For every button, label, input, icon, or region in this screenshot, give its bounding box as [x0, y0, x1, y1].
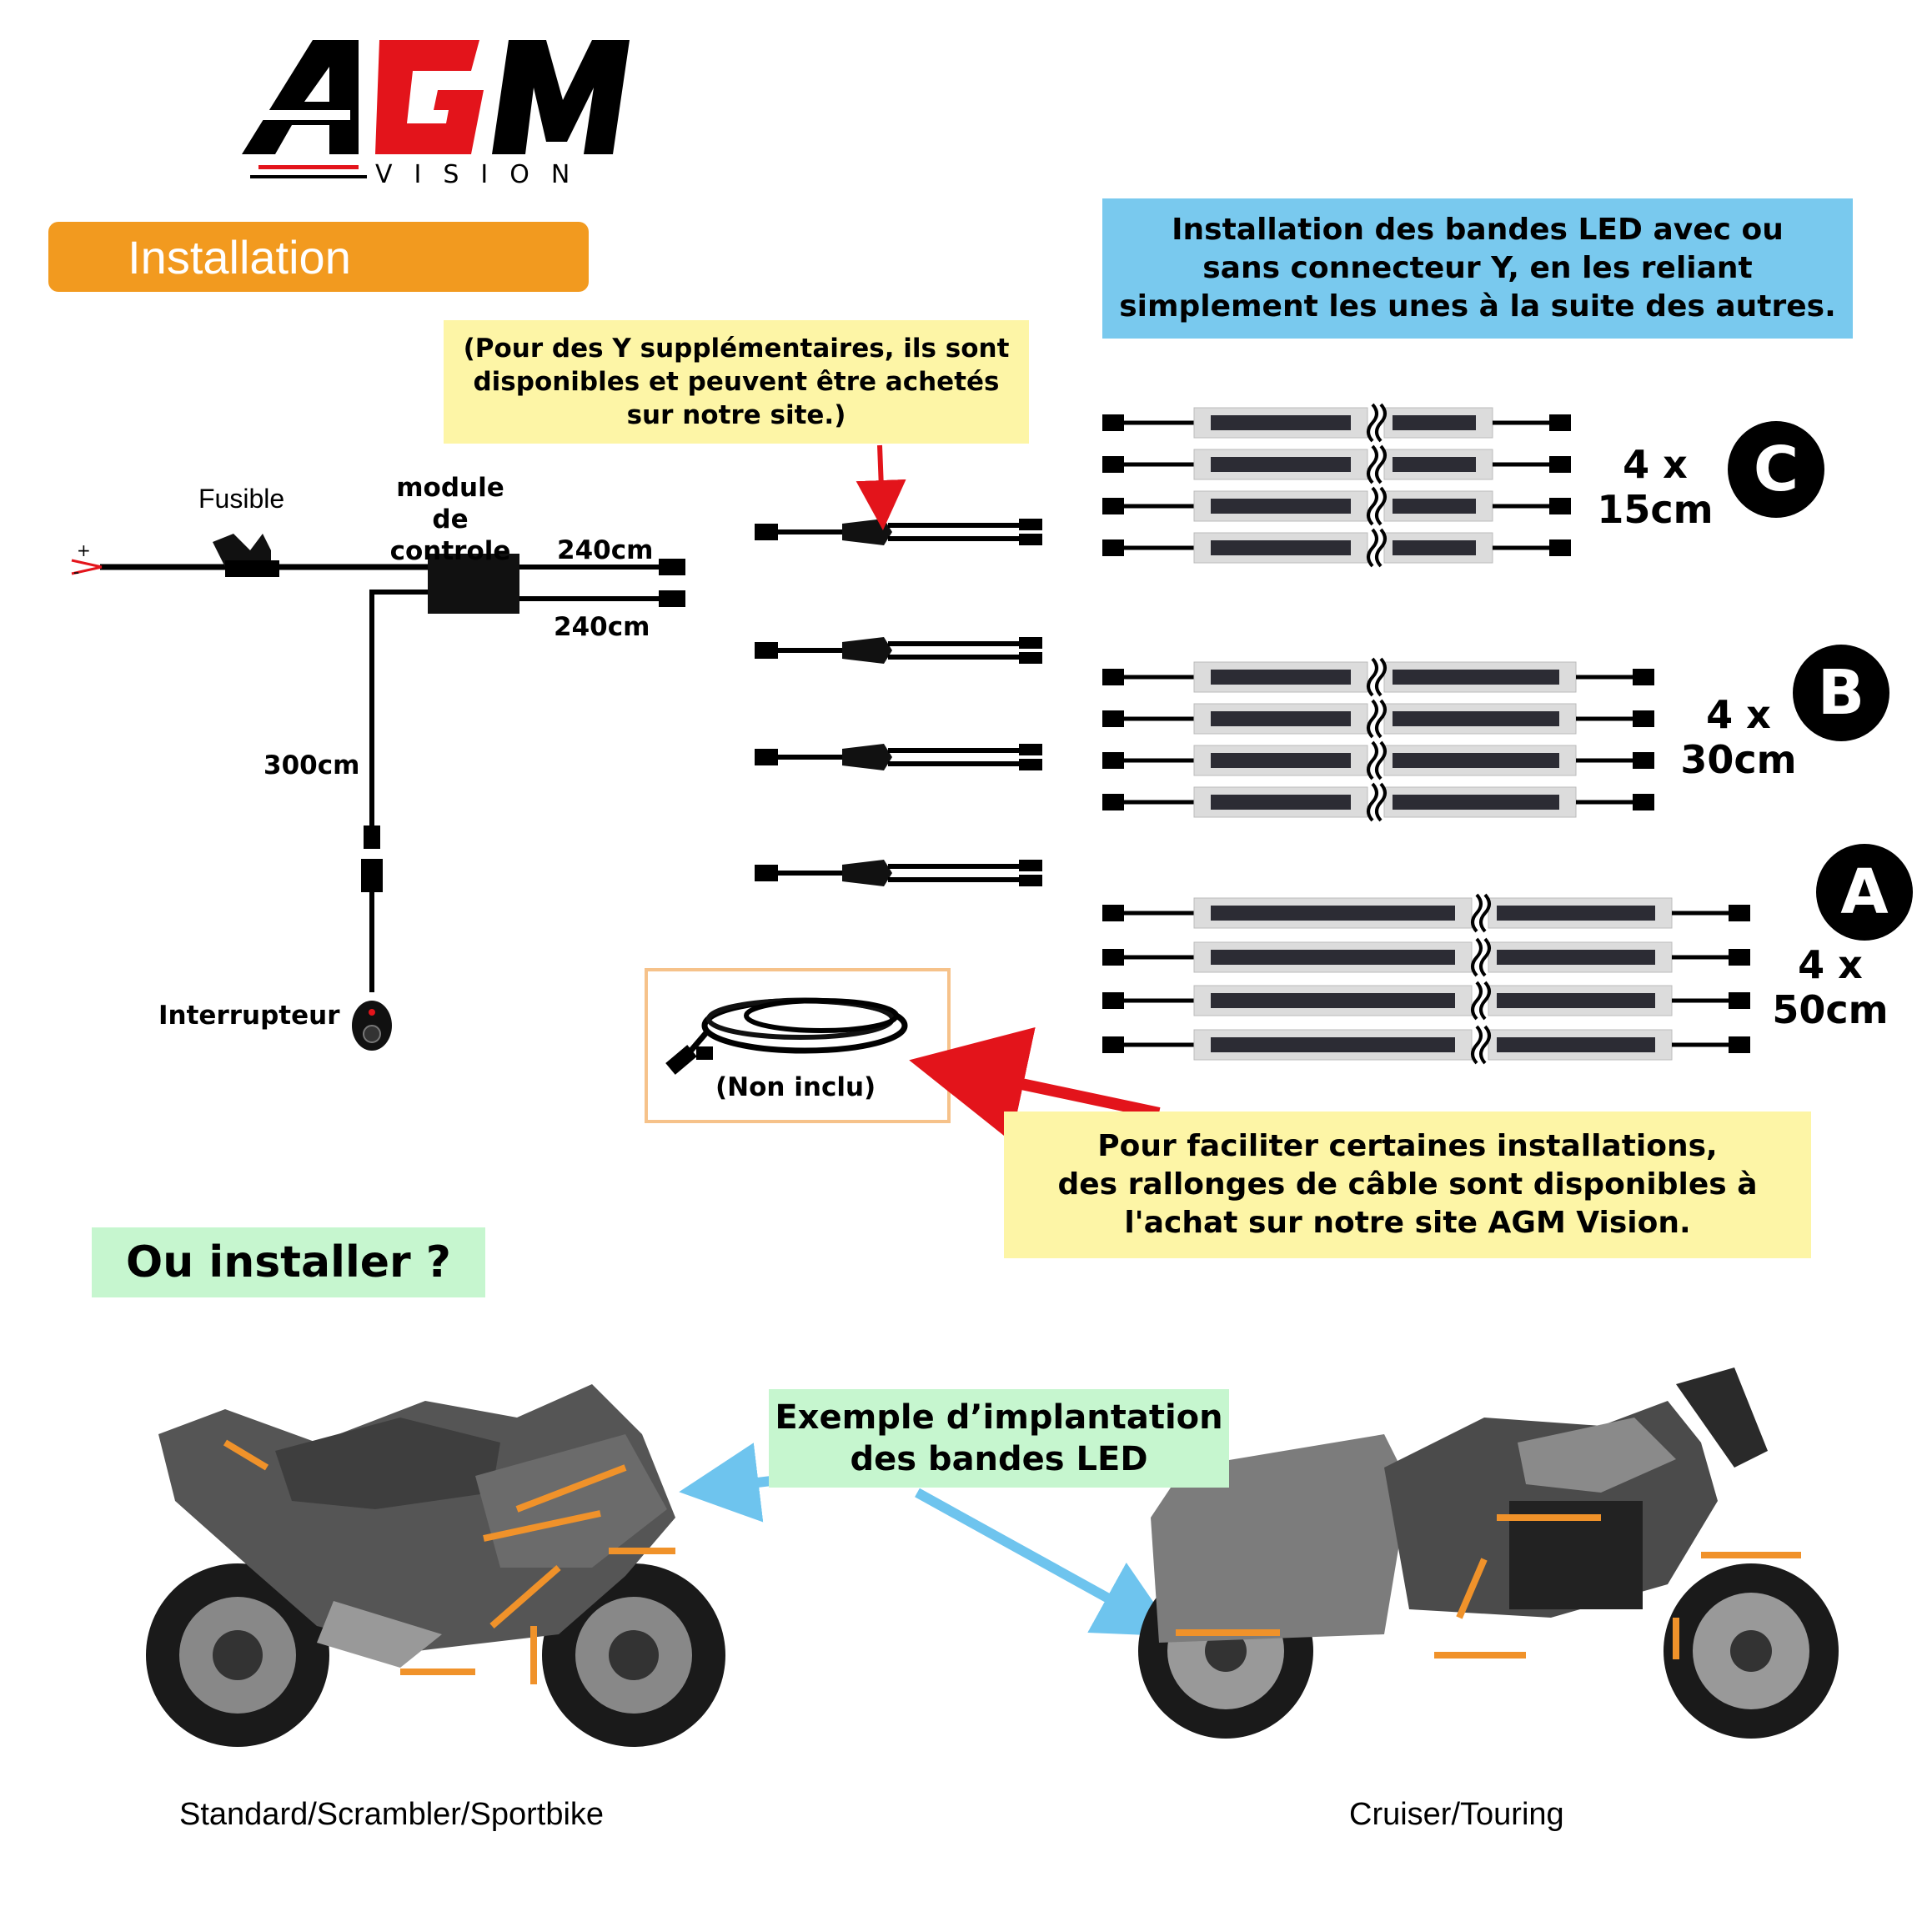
installation-title: Installation	[128, 230, 351, 284]
y-connector-icon	[755, 637, 1042, 664]
fuse-icon	[213, 534, 279, 577]
kit-size-c: 4 x 15cm	[1584, 442, 1726, 532]
kit-badge-c: C	[1728, 421, 1824, 518]
kit-length: 50cm	[1772, 987, 1889, 1032]
kit-length: 30cm	[1680, 737, 1797, 782]
kit-badge-a: A	[1816, 844, 1913, 941]
cruiser-image	[1138, 1367, 1839, 1739]
example-note-line: des bandes LED	[850, 1440, 1148, 1478]
logo-sub-text: VISION	[375, 160, 592, 189]
not-included-label: (Non inclu)	[715, 1072, 876, 1102]
output-1-length: 240cm	[557, 535, 654, 565]
fuse-label: Fusible	[198, 484, 285, 514]
y-note-line: (Pour des Y supplémentaires, ils sont	[463, 334, 1010, 364]
extension-note-line: des rallonges de câble sont disponibles …	[1057, 1167, 1758, 1202]
extension-cable-icon	[665, 997, 908, 1075]
y-connector-note-box: (Pour des Y supplémentaires, ils sont di…	[444, 320, 1029, 444]
kit-count: 4 x	[1706, 692, 1771, 737]
led-strip-icon	[1102, 444, 1571, 484]
switch-icon	[352, 1001, 392, 1051]
example-note-line: Exemple d’implantation	[775, 1398, 1223, 1437]
module-label-line: module de	[396, 473, 504, 534]
cruiser-caption: Cruiser/Touring	[1349, 1797, 1564, 1832]
kit-size-b: 4 x 30cm	[1668, 692, 1809, 782]
led-strip-icon	[1102, 486, 1571, 526]
output-2-length: 240cm	[554, 612, 650, 642]
switch-cable-length: 300cm	[263, 750, 360, 780]
blue-arrow	[915, 1488, 1177, 1637]
blue-note-line: Installation des bandes LED avec ou	[1172, 213, 1784, 247]
led-strip-icon	[1102, 657, 1654, 697]
sportbike-image	[146, 1384, 725, 1747]
kit-length: 15cm	[1597, 487, 1714, 532]
y-connector-icon	[755, 860, 1042, 886]
blue-note-box: Installation des bandes LED avec ou sans…	[1102, 198, 1853, 339]
led-strip-icon	[1102, 740, 1654, 780]
y-connector-icon	[755, 744, 1042, 770]
extension-note-box: Pour faciliter certaines installations, …	[1004, 1112, 1811, 1258]
led-strip-icon	[1102, 699, 1654, 739]
red-arrow	[856, 444, 906, 530]
minus-label: -	[73, 562, 80, 582]
led-strip-icon	[1102, 403, 1571, 443]
switch-label: Interrupteur	[158, 1001, 340, 1031]
installation-title-box: Installation	[48, 222, 589, 292]
kit-badge-b: B	[1793, 645, 1889, 741]
extension-note-line: Pour faciliter certaines installations,	[1097, 1129, 1718, 1163]
agm-vision-logo: VISION	[233, 33, 634, 192]
y-note-line: sur notre site.)	[626, 400, 846, 430]
led-strip-icon	[1102, 981, 1750, 1021]
led-strip-icon	[1102, 937, 1750, 977]
y-connectors	[755, 519, 1042, 886]
sportbike-caption: Standard/Scrambler/Sportbike	[179, 1797, 605, 1832]
example-note-box: Exemple d’implantation des bandes LED	[769, 1389, 1229, 1488]
blue-note-line: simplement les unes à la suite des autre…	[1119, 289, 1836, 324]
y-note-line: disponibles et peuvent être achetés	[473, 367, 1000, 397]
where-title-box: Ou installer ?	[92, 1227, 485, 1297]
y-connector-icon	[755, 519, 1042, 545]
extension-note-line: l'achat sur notre site AGM Vision.	[1124, 1206, 1691, 1240]
led-strip-icon	[1102, 528, 1571, 568]
plus-label: +	[77, 540, 91, 560]
kit-count: 4 x	[1623, 442, 1688, 487]
where-title: Ou installer ?	[126, 1237, 451, 1287]
main-harness	[71, 534, 685, 1051]
kit-size-a: 4 x 50cm	[1759, 942, 1901, 1032]
led-strip-icon	[1102, 782, 1654, 822]
led-strip-icon	[1102, 1025, 1750, 1065]
kit-count: 4 x	[1798, 942, 1863, 987]
led-strip-icon	[1102, 893, 1750, 933]
blue-note-line: sans connecteur Y, en les reliant	[1202, 251, 1753, 285]
red-arrow	[909, 1026, 1161, 1142]
logo-graphic	[233, 40, 630, 178]
module-label: module de controle	[375, 472, 525, 567]
module-label-line: controle	[389, 536, 511, 566]
control-module-icon	[428, 554, 519, 614]
led-strips	[1102, 403, 1750, 1065]
